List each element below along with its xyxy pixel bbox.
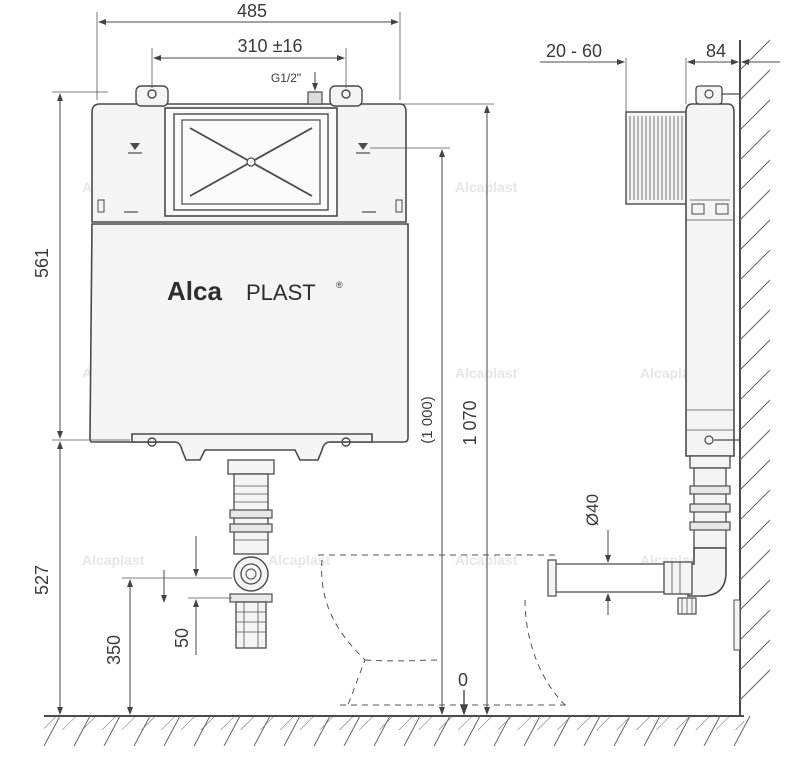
brand-registered-mark: ® [336,280,343,290]
toilet-bowl-outline [318,554,570,706]
dim-height-overall: 1 070 [460,400,480,445]
wall [733,39,771,716]
brand-logo-part1: Alca [167,276,222,306]
watermark-text: Alcaplast [455,552,518,568]
dimension-labels: 485 310 ±16 G1/2" 561 527 350 50 1 070 (… [32,1,726,690]
dim-outlet-height: 350 [104,635,124,665]
dim-pipe-diameter: Ø40 [583,494,602,526]
watermark-text: Alcaplast [455,179,518,195]
dim-height-lower: 527 [32,565,52,595]
dim-width-fixing: 310 ±16 [238,36,303,56]
watermark-text: Alcaplast [455,365,518,381]
dim-height-reference: (1 000) [419,396,436,444]
dim-depth-adjust: 20 - 60 [546,41,602,61]
cistern-front-view: Alca PLAST ® [89,85,409,461]
cistern-side-view [547,85,740,615]
dim-inlet-thread: G1/2" [271,71,301,85]
dim-width-total: 485 [237,1,267,21]
dim-depth-tank: 84 [706,41,726,61]
outlet-pipe-front [227,459,275,649]
dim-floor-level: 0 [458,670,468,690]
dimension-lines [52,12,780,716]
dim-height-upper: 561 [32,248,52,278]
dim-outlet-offset: 50 [172,628,192,648]
brand-logo-part2: PLAST [246,280,316,305]
watermark-text: Alcaplast [82,552,145,568]
watermark-text: Alcaplast [268,552,331,568]
floor [0,715,800,776]
